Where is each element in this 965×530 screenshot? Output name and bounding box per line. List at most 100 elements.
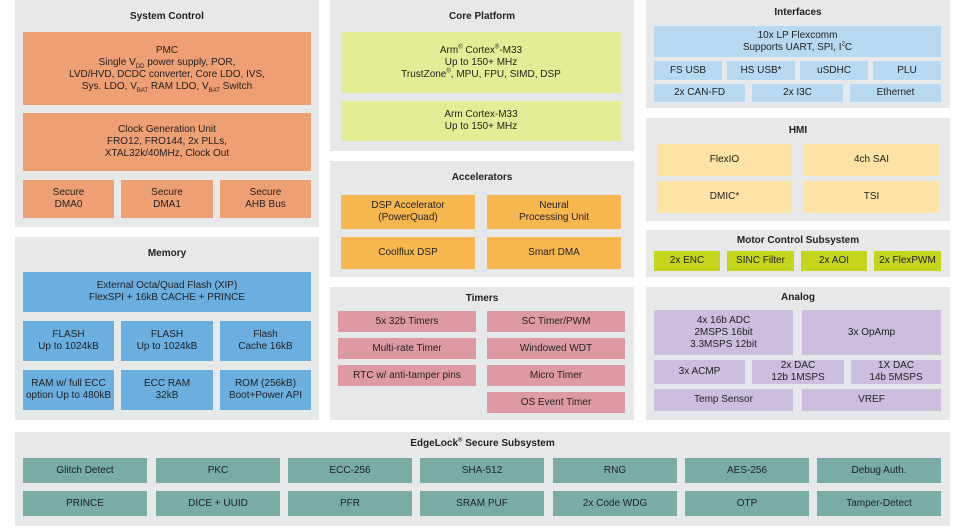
flexcomm-line2-b: C: [844, 41, 853, 53]
core1-line1-b: Cortex: [462, 44, 495, 56]
vref-label: VREF: [858, 394, 885, 405]
adc-line2: 2MSPS 16bit: [694, 326, 753, 338]
interface-label: 2x CAN-FD: [673, 87, 726, 98]
rng-block: RNG: [553, 458, 677, 483]
core-platform-section: Core Platform Arm® Cortex®-M33 Up to 150…: [330, 0, 634, 151]
rom-line1: ROM (256kB): [234, 378, 297, 389]
dsp-accelerator-block: DSP Accelerator (PowerQuad): [341, 195, 475, 229]
ext-flash-line1: External Octa/Quad Flash (XIP): [96, 280, 238, 291]
ram-block: RAM w/ full ECC option Up to 480kB: [23, 370, 114, 410]
core1-reg-mark-3: ®: [446, 68, 451, 75]
timer-label: OS Event Timer: [520, 396, 592, 408]
motor-label: SINC Filter: [736, 255, 785, 266]
timers-section: Timers 5x 32b Timers SC Timer/PWM Multi-…: [330, 287, 634, 420]
core1-line3-a: TrustZone: [401, 68, 447, 80]
security-label: PKC: [207, 464, 229, 476]
pmc-vbat-sub-1: BAT: [136, 87, 149, 94]
core-platform-title: Core Platform: [448, 11, 516, 22]
security-label: PFR: [340, 497, 360, 509]
smart-dma-block: Smart DMA: [487, 237, 621, 269]
sinc-filter-block: SINC Filter: [727, 251, 794, 271]
ecc-ram-line2: 32kB: [155, 390, 179, 401]
adc-block: 4x 16b ADC 2MSPS 16bit 3.3MSPS 12bit: [654, 310, 793, 355]
pmc-title: PMC: [155, 44, 179, 56]
enc-block: 2x ENC: [654, 251, 720, 271]
clock-line1: Clock Generation Unit: [118, 124, 216, 135]
tsi-block: TSI: [804, 181, 939, 213]
dac2-line1: 2x DAC: [780, 360, 816, 371]
glitch-detect-block: Glitch Detect: [23, 458, 147, 483]
timer-label: Micro Timer: [529, 369, 583, 381]
hmi-label: FlexIO: [709, 154, 740, 165]
dac-12b-block: 2x DAC 12b 1MSPS: [752, 360, 844, 384]
flash2-line2: Up to 1024kB: [136, 341, 198, 352]
cortex-m33-secondary-block: Arm Cortex-M33 Up to 150+ MHz: [341, 101, 621, 141]
flexcomm-line2-a: Supports UART, SPI, I: [742, 41, 842, 53]
memory-section: Memory External Octa/Quad Flash (XIP) Fl…: [15, 237, 319, 420]
timer-block-rtc: RTC w/ anti-tamper pins: [338, 365, 476, 386]
interface-label: HS USB*: [740, 64, 782, 76]
sai-block: 4ch SAI: [804, 144, 939, 176]
plu-block: PLU: [873, 61, 941, 80]
dice-uuid-block: DICE + UUID: [156, 491, 280, 516]
security-label: DICE + UUID: [188, 497, 248, 509]
flexcomm-line1: 10x LP Flexcomm: [757, 29, 838, 41]
ecc-256-block: ECC-256: [288, 458, 412, 483]
flash-cache-line2: Cache 16kB: [238, 341, 293, 352]
tamper-detect-block: Tamper-Detect: [817, 491, 941, 516]
ecc-ram-line1: ECC RAM: [143, 378, 191, 389]
pmc-vdd-sub: DD: [135, 63, 145, 70]
flash-block-2: FLASH Up to 1024kB: [121, 321, 213, 361]
can-fd-block: 2x CAN-FD: [654, 84, 745, 102]
interfaces-section: Interfaces 10x LP Flexcomm Supports UART…: [646, 0, 950, 108]
timer-block-sc-pwm: SC Timer/PWM: [487, 311, 625, 332]
interface-label: uSDHC: [817, 64, 851, 76]
code-wdg-block: 2x Code WDG: [553, 491, 677, 516]
timer-label: Windowed WDT: [519, 342, 593, 354]
flash-block-1: FLASH Up to 1024kB: [23, 321, 114, 361]
vref-block: VREF: [802, 389, 941, 411]
security-label: AES-256: [726, 464, 768, 476]
dac2-line2: 12b 1MSPS: [771, 372, 825, 383]
dma0-line1: Secure: [52, 187, 85, 198]
timer-block-micro: Micro Timer: [487, 365, 625, 386]
system-control-section: System Control PMC Single VDD power supp…: [15, 0, 319, 227]
timer-label: SC Timer/PWM: [521, 315, 591, 327]
flexio-block: FlexIO: [657, 144, 792, 176]
interface-label: 2x I3C: [783, 87, 812, 98]
timer-label: 5x 32b Timers: [375, 315, 439, 327]
sha-512-block: SHA-512: [420, 458, 544, 483]
interfaces-title: Interfaces: [774, 7, 822, 18]
motor-label: 2x FlexPWM: [879, 255, 936, 266]
interface-label: FS USB: [669, 64, 707, 76]
dsp-line2: (PowerQuad): [378, 212, 438, 223]
accelerators-section: Accelerators DSP Accelerator (PowerQuad)…: [330, 161, 634, 277]
pmc-line3-a: Sys. LDO, V: [81, 80, 137, 92]
secure-ahb-bus-block: Secure AHB Bus: [220, 180, 311, 218]
hmi-label: 4ch SAI: [853, 154, 890, 165]
flexpwm-block: 2x FlexPWM: [874, 251, 941, 271]
cortex-m33-primary-block: Arm® Cortex®-M33 Up to 150+ MHz TrustZon…: [341, 32, 621, 93]
accelerators-title: Accelerators: [451, 172, 513, 183]
dsp-line1: DSP Accelerator: [371, 200, 445, 211]
hmi-section: HMI FlexIO 4ch SAI DMIC* TSI: [646, 118, 950, 221]
dac1-line2: 14b 5MSPS: [869, 372, 923, 383]
pmc-line3-c: Switch: [219, 80, 253, 92]
security-label: Glitch Detect: [56, 464, 114, 476]
security-label: RNG: [603, 464, 627, 476]
dma1-line2: DMA1: [153, 199, 181, 210]
adc-line3: 3.3MSPS 12bit: [690, 338, 757, 350]
flash1-line2: Up to 1024kB: [38, 341, 99, 352]
core2-line2: Up to 150+ MHz: [444, 121, 518, 132]
acmp-block: 3x ACMP: [654, 360, 745, 384]
motor-label: 2x ENC: [669, 255, 705, 266]
i3c-block: 2x I3C: [752, 84, 843, 102]
timer-block-windowed-wdt: Windowed WDT: [487, 338, 625, 359]
analog-title: Analog: [781, 292, 815, 303]
temp-sensor-block: Temp Sensor: [654, 389, 793, 411]
rom-block: ROM (256kB) Boot+Power API: [220, 370, 311, 410]
hmi-label: DMIC*: [709, 191, 740, 202]
clock-generation-block: Clock Generation Unit FRO12, FRO144, 2x …: [23, 113, 311, 171]
neural-processing-unit-block: Neural Processing Unit: [487, 195, 621, 229]
flash-cache-line1: Flash: [253, 329, 278, 340]
